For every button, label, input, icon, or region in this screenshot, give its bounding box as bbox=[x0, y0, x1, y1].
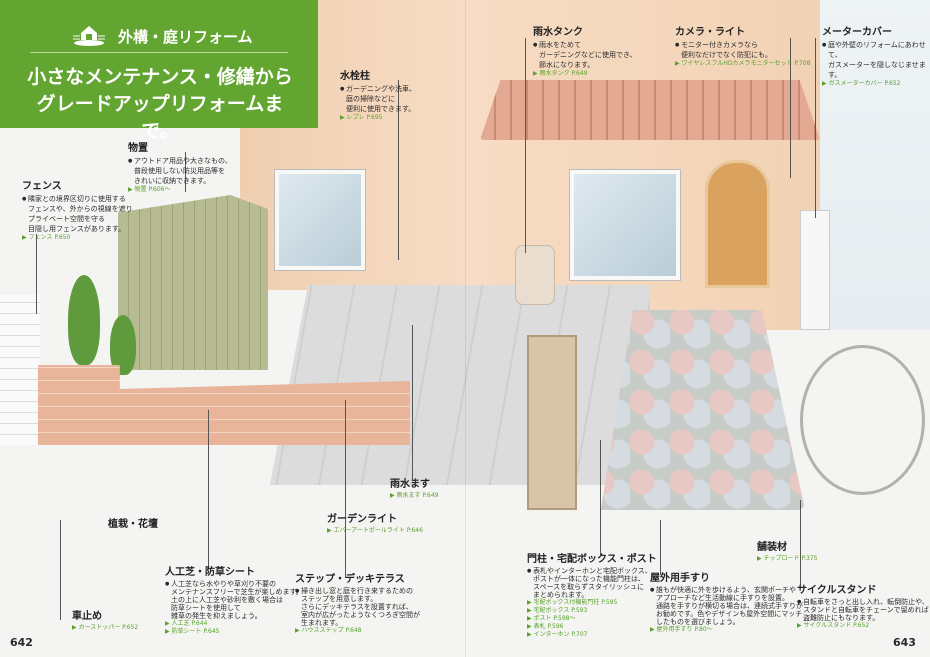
label-rain-tank: 雨水タンク雨水をためて ガーデニングなどに使用でき、 節水になります。雨水タンク… bbox=[533, 28, 637, 78]
label-body: アウトドア用品や大きなもの、 普段使用しない防災用品等を きれいに収納できます。 bbox=[128, 156, 232, 186]
divider bbox=[30, 52, 288, 53]
label-paving: 舗装材チップロード P.375 bbox=[757, 543, 817, 563]
window-left bbox=[275, 170, 365, 270]
leader-line bbox=[208, 410, 209, 570]
label-title: 水栓柱 bbox=[340, 71, 370, 82]
front-door bbox=[705, 160, 770, 288]
label-title: サイクルスタンド bbox=[797, 585, 877, 596]
label-gate-post: 門柱・宅配ボックス・ポスト表札やインターホンと宅配ボックス、 ポストが一体になっ… bbox=[527, 555, 657, 639]
label-title: 門柱・宅配ボックス・ポスト bbox=[527, 554, 657, 565]
label-step: ステップ・デッキテラス掃き出し窓と庭を行き来するための ステップを用意します。 … bbox=[295, 575, 420, 635]
label-body: 隣家との境界区切りに使用する フェンスや、外からの視線を遮り プライベート空間を… bbox=[22, 194, 133, 234]
page-link[interactable]: 物置 P.606～ bbox=[128, 186, 232, 194]
page-number-left: 642 bbox=[10, 636, 33, 649]
label-garden-light: ガーデンライトエバーアートポールライト P.646 bbox=[327, 515, 423, 535]
label-body: 庭や外壁のリフォームにあわせて、 ガスメーターを隠しなじませます。 bbox=[822, 40, 930, 80]
gate-post-illustration bbox=[527, 335, 577, 510]
window-right bbox=[570, 170, 680, 280]
label-faucet: 水栓柱ガーデニングや洗車、 庭の掃除などに 便利に使用できます。レプレ P.69… bbox=[340, 72, 416, 122]
page-link[interactable]: 屋外用手すり P.80～ bbox=[650, 626, 803, 634]
label-body: モニター付きカメラなら 便利なだけでなく防犯にも。 bbox=[675, 40, 810, 60]
page-title: 小さなメンテナンス・修繕から グレードアップリフォームまで。 bbox=[27, 66, 293, 142]
page-link[interactable]: エバーアートポールライト P.646 bbox=[327, 527, 423, 535]
leader-line bbox=[815, 38, 816, 218]
page-link[interactable]: フェンス P.650 bbox=[22, 234, 133, 242]
label-body: 表札やインターホンと宅配ボックス、 ポストが一体になった機能門柱は、 スペースを… bbox=[527, 567, 657, 599]
leader-line bbox=[60, 520, 61, 620]
label-title: カメラ・ライト bbox=[675, 27, 745, 38]
label-turf: 人工芝・防草シート人工芝なら水やりや草刈り不要の メンテナンスフリーで芝生が楽し… bbox=[165, 568, 303, 636]
category-label: 外構・庭リフォーム bbox=[118, 28, 253, 46]
page-link[interactable]: 雨水タンク P.649 bbox=[533, 70, 637, 78]
label-title: 物置 bbox=[128, 143, 148, 154]
label-title: 人工芝・防草シート bbox=[165, 567, 255, 578]
page-gutter bbox=[465, 0, 466, 657]
label-storage: 物置アウトドア用品や大きなもの、 普段使用しない防災用品等を きれいに収納できま… bbox=[128, 144, 232, 194]
label-title: 車止め bbox=[72, 611, 102, 622]
label-title: ステップ・デッキテラス bbox=[295, 574, 405, 585]
page-link[interactable]: 防草シート P.645 bbox=[165, 628, 303, 636]
page-link[interactable]: ハウスステップ P.648 bbox=[295, 627, 420, 635]
label-meter-cover: メーターカバー庭や外壁のリフォームにあわせて、 ガスメーターを隠しなじませます。… bbox=[822, 28, 930, 88]
label-title: ガーデンライト bbox=[327, 514, 397, 525]
page-link[interactable]: 宅配ボックス付機能門柱 P.595 bbox=[527, 599, 657, 607]
leader-line bbox=[345, 400, 346, 578]
label-fence: フェンス隣家との境界区切りに使用する フェンスや、外からの視線を遮り プライベー… bbox=[22, 182, 133, 242]
label-rain-basin: 雨水ます雨水ます P.649 bbox=[390, 480, 438, 500]
page-link[interactable]: カーストッパー P.652 bbox=[72, 624, 139, 632]
label-camera: カメラ・ライトモニター付きカメラなら 便利なだけでなく防犯にも。ワイヤレスフルH… bbox=[675, 28, 810, 68]
leader-line bbox=[525, 38, 526, 253]
page-link[interactable]: 人工芝 P.644 bbox=[165, 620, 303, 628]
label-handrail: 屋外用手すり誰もが快適に外を歩けるよう、玄関ポーチや アプローチなど生活動線に手… bbox=[650, 574, 803, 634]
label-title: 舗装材 bbox=[757, 542, 787, 553]
leader-line bbox=[790, 38, 791, 178]
label-title: 屋外用手すり bbox=[650, 573, 710, 584]
label-body: ガーデニングや洗車、 庭の掃除などに 便利に使用できます。 bbox=[340, 84, 416, 114]
leader-line bbox=[660, 520, 661, 575]
label-planting: 植栽・花壇 bbox=[108, 520, 158, 532]
page-link[interactable]: レプレ P.695 bbox=[340, 114, 416, 122]
page-link[interactable]: ポスト P.598～ bbox=[527, 615, 657, 623]
label-body: 雨水をためて ガーデニングなどに使用でき、 節水になります。 bbox=[533, 40, 637, 70]
leader-line bbox=[36, 234, 37, 314]
leader-line bbox=[800, 500, 801, 585]
page-link[interactable]: サイクルスタンド P.652 bbox=[797, 622, 929, 630]
page-link[interactable]: インターホン P.707 bbox=[527, 631, 657, 639]
page-link[interactable]: ガスメーターカバー P.652 bbox=[822, 80, 930, 88]
page-link[interactable]: 表札 P.596 bbox=[527, 623, 657, 631]
leader-line bbox=[398, 80, 399, 260]
page-number-right: 643 bbox=[893, 636, 916, 649]
label-car-stop: 車止めカーストッパー P.652 bbox=[72, 612, 138, 632]
label-body: 自転車をさっと出し入れ、転倒防止や、 スタンドと自転車をチェーンで留めれば 盗難… bbox=[797, 598, 929, 622]
tree bbox=[68, 275, 100, 365]
page-link[interactable]: ワイヤレスフルHDカメラモニターセット P.708 bbox=[675, 60, 811, 68]
rain-tank-illustration bbox=[515, 245, 555, 305]
label-title: メーターカバー bbox=[822, 27, 892, 38]
bicycle-illustration bbox=[800, 345, 925, 495]
label-title: フェンス bbox=[22, 181, 62, 192]
meter-cover-illustration bbox=[800, 210, 830, 330]
label-title: 雨水タンク bbox=[533, 27, 583, 38]
leader-line bbox=[412, 325, 413, 480]
page-link[interactable]: チップロード P.375 bbox=[757, 555, 818, 563]
label-title: 雨水ます bbox=[390, 479, 430, 490]
fence-illustration bbox=[0, 295, 40, 445]
label-body: 人工芝なら水やりや草刈り不要の メンテナンスフリーで芝生が楽しめます。 土の上に… bbox=[165, 580, 303, 620]
section-header: 外構・庭リフォーム 小さなメンテナンス・修繕から グレードアップリフォームまで。 bbox=[0, 0, 318, 142]
label-title: 植栽・花壇 bbox=[108, 519, 158, 530]
page-link[interactable]: 宅配ボックス P.593 bbox=[527, 607, 657, 615]
page-link[interactable]: 雨水ます P.649 bbox=[390, 492, 439, 500]
house-garden-icon bbox=[73, 26, 105, 46]
leader-line bbox=[600, 440, 601, 555]
storage-shed-illustration bbox=[118, 195, 268, 370]
label-cycle-stand: サイクルスタンド自転車をさっと出し入れ、転倒防止や、 スタンドと自転車をチェーン… bbox=[797, 586, 929, 630]
label-body: 掃き出し窓と庭を行き来するための ステップを用意します。 さらにデッキテラスを設… bbox=[295, 587, 420, 627]
label-body: 誰もが快適に外を歩けるよう、玄関ポーチや アプローチなど生活動線に手すりを設置。… bbox=[650, 586, 803, 626]
tiled-roof bbox=[480, 80, 820, 140]
